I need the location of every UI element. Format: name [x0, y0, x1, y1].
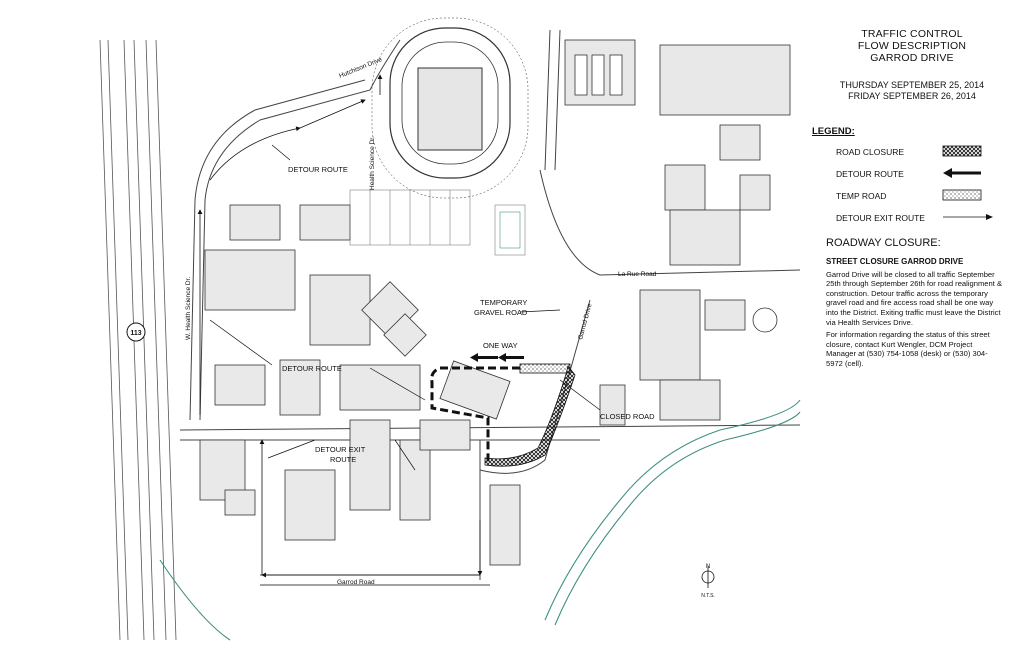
callout-leaders: [209, 144, 601, 471]
route-113-shield: 113: [126, 322, 146, 342]
label-detour-route-top: DETOUR ROUTE: [288, 165, 348, 174]
one-way-arrows: [470, 353, 524, 362]
north-arrow-icon: N N.T.S.: [701, 564, 715, 599]
closure-notice: STREET CLOSURE GARROD DRIVE Garrod Drive…: [826, 257, 1004, 369]
detour-exit-route: [197, 74, 483, 578]
closure-paragraph-1: Garrod Drive will be closed to all traff…: [826, 269, 1003, 327]
legend-item-road-closure: ROAD CLOSURE: [812, 141, 1012, 163]
label-one-way: ONE WAY: [483, 341, 518, 350]
label-detour-exit-2: ROUTE: [330, 455, 356, 464]
legend-heading: LEGEND:: [812, 126, 855, 137]
road-label-la-rue: La Rue Road: [618, 271, 657, 278]
district-buildings: [199, 204, 521, 566]
temp-road: [519, 363, 571, 374]
legend-label: DETOUR ROUTE: [836, 169, 904, 179]
title-line-1: TRAFFIC CONTROL: [861, 28, 963, 40]
thin-arrow-icon: [943, 214, 993, 220]
road-closure: [484, 365, 576, 467]
label-detour-route-mid: DETOUR ROUTE: [282, 364, 342, 373]
label-temp-gravel-2: GRAVEL ROAD: [474, 308, 528, 317]
label-temp-gravel-1: TEMPORARY: [480, 298, 527, 307]
info-panel: TRAFFIC CONTROL FLOW DESCRIPTION GARROD …: [812, 28, 1012, 372]
legend-item-detour-route: DETOUR ROUTE: [812, 163, 1012, 185]
legend-item-temp-road: TEMP ROAD: [812, 185, 1012, 207]
page-title: TRAFFIC CONTROL FLOW DESCRIPTION GARROD …: [812, 28, 1012, 64]
road-label-garrod-drive: Garrod Drive: [577, 302, 593, 340]
roadway-closure-heading: ROADWAY CLOSURE:: [826, 237, 941, 249]
label-closed-road: CLOSED ROAD: [600, 412, 655, 421]
label-detour-exit-1: DETOUR EXIT: [315, 445, 366, 454]
scale-note: N.T.S.: [701, 593, 715, 599]
road-label-w-health-science: W. Health Science Dr.: [185, 277, 192, 340]
parking-lot: [349, 189, 526, 256]
legend-label: ROAD CLOSURE: [836, 147, 905, 157]
title-line-2: FLOW DESCRIPTION: [857, 40, 967, 52]
legend-item-detour-exit-route: DETOUR EXIT ROUTE: [812, 207, 1012, 229]
bold-arrow-icon: [943, 168, 981, 178]
crosshatch-box-icon: [942, 145, 982, 157]
waterway: [159, 399, 801, 641]
stadium: [371, 17, 529, 199]
closure-dates: THURSDAY SEPTEMBER 25, 2014 FRIDAY SEPTE…: [812, 80, 1012, 102]
detour-route: [430, 366, 520, 465]
closure-subheading: STREET CLOSURE GARROD DRIVE: [826, 257, 964, 266]
date-line-2: FRIDAY SEPTEMBER 26, 2014: [848, 91, 976, 101]
road-label-health-science: Health Science Dr.: [369, 136, 376, 190]
east-campus-buildings: [564, 39, 791, 426]
closure-paragraph-2: For information regarding the status of …: [826, 330, 990, 368]
north-label: N: [706, 564, 710, 570]
legend: ROAD CLOSURE DETOUR ROUTE TEMP ROAD DETO…: [812, 141, 1012, 229]
stipple-box-icon: [942, 189, 982, 201]
legend-label: TEMP ROAD: [836, 191, 887, 201]
route-shield-label: 113: [130, 330, 141, 337]
title-line-3: GARROD DRIVE: [870, 52, 954, 64]
date-line-1: THURSDAY SEPTEMBER 25, 2014: [839, 80, 985, 90]
legend-label: DETOUR EXIT ROUTE: [836, 213, 925, 223]
road-label-garrod-road: Garrod Road: [337, 579, 375, 586]
